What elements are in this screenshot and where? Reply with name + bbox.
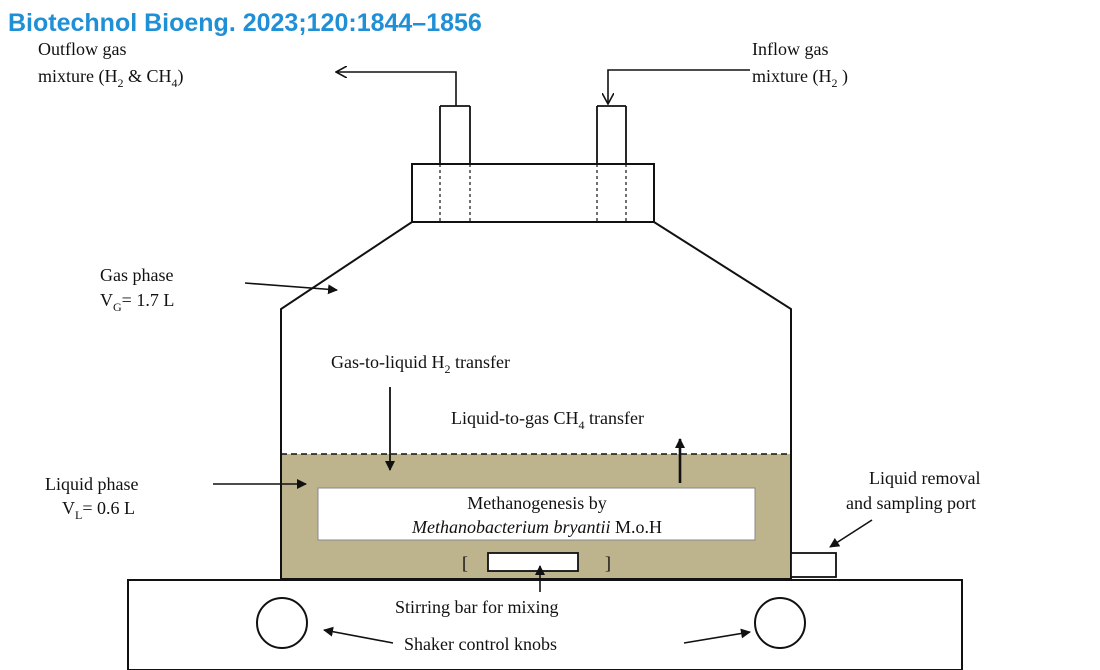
- shaker-base: [127, 579, 963, 670]
- outflow-tube: [439, 105, 471, 222]
- shaker-knobs-label: Shaker control knobs: [404, 634, 557, 654]
- gas-phase-label: Gas phase VG= 1.7 L: [100, 265, 178, 314]
- stirring-bar-label: Stirring bar for mixing: [395, 597, 558, 617]
- stirring-bar: [ ]: [462, 552, 611, 573]
- knob-right-arrow: [683, 628, 751, 644]
- methanogenesis-organism-label: Methanobacterium bryantii M.o.H: [411, 517, 662, 537]
- shaker-knob-left: [256, 597, 308, 649]
- ch4-transfer-label: Liquid-to-gas CH4 transfer: [451, 408, 644, 432]
- svg-text:[: [: [462, 553, 468, 573]
- shaker-knob-right: [754, 597, 806, 649]
- inflow-arrow: [608, 69, 750, 104]
- sampling-port: [790, 552, 837, 578]
- knob-left-arrow: [323, 626, 394, 644]
- sampling-port-label: Liquid removal and sampling port: [846, 468, 985, 513]
- inflow-tube: [596, 105, 627, 222]
- gas-phase-arrow: [244, 282, 338, 295]
- inflow-label: Inflow gas mixture (H2 ): [752, 39, 848, 90]
- liquid-phase-label: Liquid phase VL= 0.6 L: [45, 474, 143, 522]
- methanogenesis-label: Methanogenesis by: [467, 493, 606, 513]
- sampling-port-arrow: [829, 519, 873, 548]
- methanogenesis-box: [317, 487, 756, 541]
- citation-header: Biotechnol Bioeng. 2023;120:1844–1856: [8, 9, 482, 37]
- h2-transfer-label: Gas-to-liquid H2 transfer: [331, 352, 510, 376]
- outflow-label: Outflow gas mixture (H2 & CH4): [38, 39, 184, 90]
- outflow-arrow: [336, 72, 457, 106]
- vessel-cap: [411, 163, 655, 223]
- svg-text:]: ]: [605, 553, 611, 573]
